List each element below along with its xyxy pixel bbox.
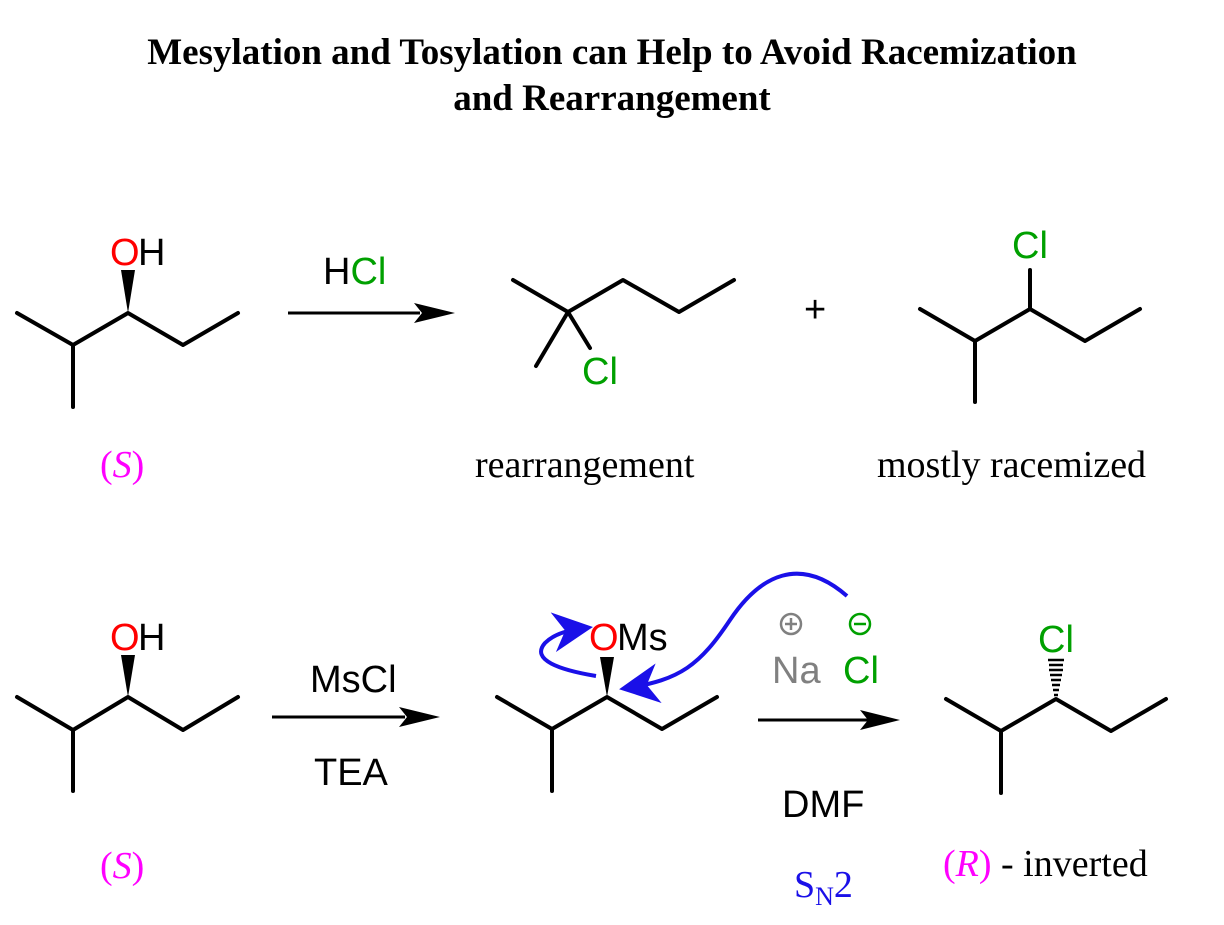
methyl-bond (534, 310, 570, 368)
carbon-chain (495, 695, 719, 731)
inverted-config-label: (R) - inverted (943, 843, 1148, 885)
wedge-bond (121, 270, 135, 313)
negative-charge-icon (848, 612, 872, 636)
chlorine-atom: Cl (1012, 225, 1048, 267)
plus-sign: + (804, 289, 826, 331)
reagent-hcl: HCl (323, 251, 386, 293)
config-label-s: (S) (100, 444, 144, 486)
sodium-chloride-reagent: Na Cl (772, 612, 879, 692)
carbon-chain (15, 311, 240, 347)
carbon-chain (15, 695, 240, 732)
positive-charge-icon (779, 612, 803, 636)
reagent-mscl: MsCl (310, 659, 397, 701)
title-line-1: Mesylation and Tosylation can Help to Av… (147, 32, 1077, 73)
carbon-chain (918, 307, 1142, 343)
diagram-title: Mesylation and Tosylation can Help to Av… (0, 30, 1224, 122)
reactant-s-alcohol-2: O H (S) (15, 617, 240, 887)
reactant-s-alcohol-1: O H (S) (15, 232, 240, 486)
product-racemized-chloride: Cl mostly racemized (877, 225, 1146, 486)
arrow-head-icon (860, 710, 900, 730)
carbon-chain (511, 278, 736, 314)
rearrangement-label: rearrangement (475, 444, 695, 486)
solvent-dmf: DMF (782, 784, 864, 826)
mesyl-group: Ms (617, 617, 668, 659)
sodium-atom: Na (772, 650, 821, 692)
product-r-chloride: Cl (R) - inverted (943, 619, 1168, 885)
leaving-group-curved-arrow (539, 612, 597, 678)
c-cl-bond (566, 310, 592, 350)
hydrogen-atom: H (138, 617, 165, 659)
chlorine-atom: Cl (582, 351, 618, 393)
wedge-bond (600, 657, 614, 697)
wedge-bond (121, 655, 135, 697)
oxygen-atom: O (110, 617, 140, 659)
intermediate-mesylate: O Ms (495, 617, 719, 793)
title-line-2: and Rearrangement (453, 78, 771, 119)
config-label-s: (S) (100, 845, 144, 887)
substitution-arrow: DMF (758, 710, 900, 826)
reagent-tea: TEA (314, 752, 389, 794)
arrow-head-icon (414, 303, 455, 323)
hcl-reaction-arrow: HCl (288, 251, 455, 323)
hashed-wedge-bond (1048, 658, 1064, 697)
oxygen-atom: O (589, 617, 619, 659)
chlorine-atom: Cl (1038, 619, 1074, 661)
product-rearranged-chloride: Cl rearrangement (475, 278, 736, 486)
oxygen-atom: O (110, 232, 140, 274)
racemized-label: mostly racemized (877, 444, 1146, 486)
carbon-chain (944, 697, 1168, 733)
chloride-atom: Cl (843, 650, 879, 692)
nucleophile-attack-curved-arrow (619, 571, 849, 703)
sn2-label: SN2 (794, 864, 853, 911)
mesylation-arrow: MsCl TEA (272, 659, 440, 794)
hydrogen-atom: H (138, 232, 165, 274)
arrow-head-icon (399, 707, 440, 727)
